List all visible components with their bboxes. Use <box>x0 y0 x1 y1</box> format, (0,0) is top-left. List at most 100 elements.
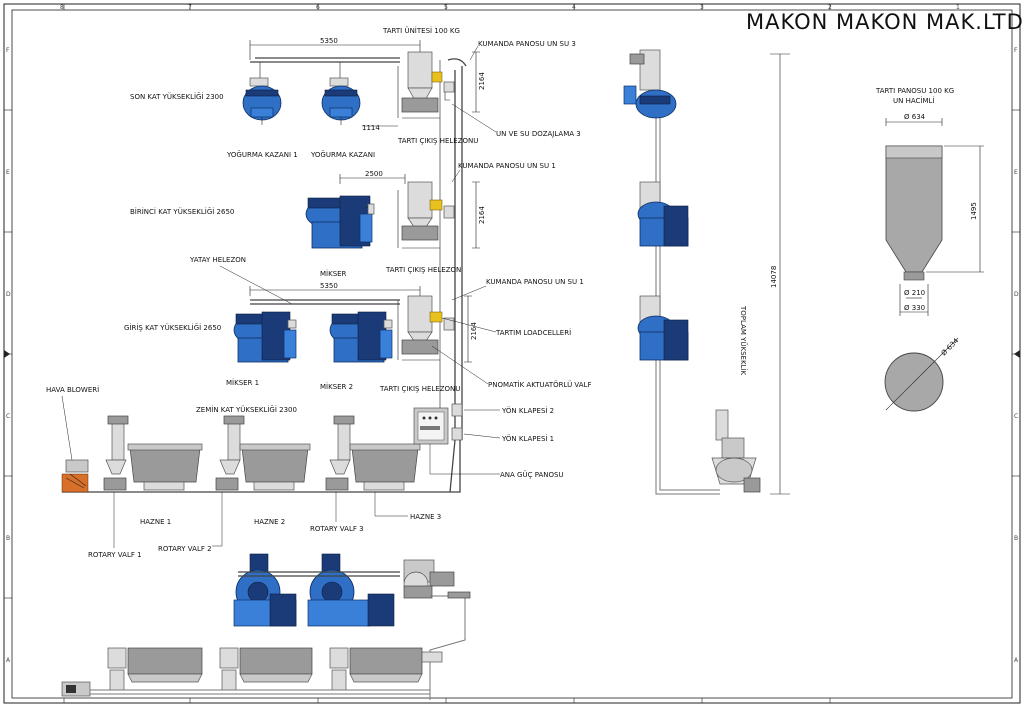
grid-number-6: 6 <box>316 4 320 11</box>
grid-letter-a: A <box>6 657 11 664</box>
entry-floor-height-label: GİRİŞ KAT YÜKSEKLİĞİ 2650 <box>124 323 221 332</box>
lower-mixer-2 <box>307 553 395 627</box>
dimension-1114: 1114 <box>362 124 380 132</box>
kneading-tank-1-label: YOĞURMA KAZANI 1 <box>226 150 298 159</box>
grid-letter-b: B <box>6 535 10 542</box>
mixer-1-label: MİKSER 1 <box>226 378 259 387</box>
grid-number-7: 7 <box>188 4 192 11</box>
grid-letter-d-right: D <box>1014 291 1019 298</box>
lower-mixer-1 <box>233 553 297 627</box>
dimension-2500: 2500 <box>365 170 383 178</box>
grid-number-2: 2 <box>828 4 832 11</box>
air-blower <box>61 459 89 493</box>
dimension-14078: 14078 <box>770 266 778 288</box>
dimension-2164-c: 2164 <box>470 322 478 340</box>
lower-hopper-2 <box>219 647 313 691</box>
main-power-panel-label: ANA GÜÇ PANOSU <box>500 470 564 479</box>
right-sifter <box>711 409 761 493</box>
pneumatic-valve-label: PNOMATİK AKTUATÖRLÜ VALF <box>488 380 592 389</box>
weighing-hopper-entry <box>397 295 455 361</box>
weighing-unit-label: TARTI ÜNİTESİ 100 KG <box>382 26 460 35</box>
weighing-outlet-1-label: TARTI ÇIKIŞ HELEZONU <box>397 137 478 145</box>
company-title: MAKON MAKON MAK.LTD. <box>746 10 1024 34</box>
grid-number-4: 4 <box>572 4 576 11</box>
weighing-loadcells-label: TARTIM LOADCELLERİ <box>495 328 571 337</box>
dimension-2164-a: 2164 <box>478 72 486 90</box>
top-floor-height-label: SON KAT YÜKSEKLİĞİ 2300 <box>130 92 224 101</box>
rotary-valve-3-label: ROTARY VALF 3 <box>310 525 364 533</box>
flour-water-dosing-label: UN VE SU DOZAJLAMA 3 <box>496 130 581 138</box>
ground-floor-group: HAVA BLOWERİ ZEMİN KAT YÜKSEKLİĞİ 2300 <box>46 385 564 559</box>
kneading-tank-1 <box>242 62 282 125</box>
weighing-hopper-detail: TARTI PANOSU 100 KG UN HACİMLİ Ø 634 149… <box>875 87 984 412</box>
weighing-hopper-top <box>397 51 455 119</box>
dimension-210: Ø 210 <box>904 289 925 297</box>
lower-hopper-1 <box>107 647 203 691</box>
elevator-1 <box>103 415 129 491</box>
first-floor-group: 2500 KUMANDA PANOSU UN SU 1 BİRİNCİ KAT … <box>130 162 556 278</box>
mixer-label: MİKSER <box>320 269 347 278</box>
kneading-tank-2-label: YOĞURMA KAZANI <box>310 150 375 159</box>
mixer-1 <box>233 311 297 363</box>
total-height-label: TOPLAM YÜKSEKLİK <box>739 305 748 376</box>
horizontal-auger-label: YATAY HELEZON <box>189 256 246 264</box>
direction-flap-1 <box>451 427 463 441</box>
air-blower-label: HAVA BLOWERİ <box>46 385 99 394</box>
control-panel-3-label: KUMANDA PANOSU UN SU 3 <box>478 40 576 48</box>
right-kneader-top <box>623 49 677 119</box>
grid-number-3: 3 <box>700 4 704 11</box>
ground-entry-floor-group: YATAY HELEZON 5350 KUMANDA PANOSU UN SU … <box>124 256 592 393</box>
right-mixer-middle <box>637 181 689 247</box>
lower-hopper-3 <box>329 647 443 691</box>
hopper-2 <box>239 443 311 491</box>
elevator-2 <box>215 415 245 491</box>
right-equipment-column: 14078 TOPLAM YÜKSEKLİK <box>623 49 790 495</box>
grid-letter-f: F <box>6 47 10 54</box>
dimension-634-top: Ø 634 <box>904 113 926 121</box>
first-floor-height-label: BİRİNCİ KAT YÜKSEKLİĞİ 2650 <box>130 207 234 216</box>
lower-plan-view <box>61 553 471 697</box>
dimension-5350-mid: 5350 <box>320 282 338 290</box>
grid-letter-e-right: E <box>1014 169 1018 176</box>
grid-letter-c: C <box>6 413 10 420</box>
frame-side-letters: F E D C B A F E D C B A <box>6 47 1019 664</box>
direction-flap-1-label: YÖN KLAPESİ 1 <box>501 434 554 443</box>
lower-sifter <box>403 559 455 599</box>
hopper-1-label: HAZNE 1 <box>140 518 171 526</box>
weighing-hopper-first <box>397 181 455 249</box>
dimension-1495: 1495 <box>970 202 978 220</box>
grid-number-8: 8 <box>60 4 64 11</box>
direction-flap-2-label: YÖN KLAPESİ 2 <box>501 406 554 415</box>
control-panel-1a-label: KUMANDA PANOSU UN SU 1 <box>458 162 556 170</box>
pipe-network <box>62 57 720 700</box>
dimension-2164-b: 2164 <box>478 206 486 224</box>
grid-letter-f-right: F <box>1014 47 1018 54</box>
grid-letter-c-right: C <box>1014 413 1018 420</box>
lower-blower <box>61 681 91 697</box>
weighing-panel-title-1: TARTI PANOSU 100 KG <box>875 87 954 95</box>
hopper-1 <box>127 443 203 491</box>
dimension-634-circle: Ø 634 <box>940 336 961 357</box>
control-panel-1b-label: KUMANDA PANOSU UN SU 1 <box>486 278 584 286</box>
grid-letter-a-right: A <box>1014 657 1019 664</box>
mixer-first-floor <box>305 195 375 249</box>
weighing-panel-title-2: UN HACİMLİ <box>893 96 934 105</box>
elevator-3 <box>325 415 355 491</box>
weighing-outlet-2-label: TARTI ÇIKIŞ HELEZON <box>385 266 461 274</box>
grid-letter-e: E <box>6 169 10 176</box>
grid-number-5: 5 <box>444 4 448 11</box>
mixer-2-label: MİKSER 2 <box>320 382 353 391</box>
weighing-outlet-3-label: TARTI ÇIKIŞ HELEZONU <box>379 385 460 393</box>
main-power-panel <box>413 407 449 445</box>
ground-floor-height-label: ZEMİN KAT YÜKSEKLİĞİ 2300 <box>196 405 297 414</box>
rotary-valve-1-label: ROTARY VALF 1 <box>88 551 142 559</box>
dimension-5350-top: 5350 <box>320 37 338 45</box>
mixer-2 <box>329 311 393 363</box>
hopper-3-label: HAZNE 3 <box>410 513 441 521</box>
right-mixer-lower <box>637 295 689 361</box>
hopper-2-label: HAZNE 2 <box>254 518 285 526</box>
dimension-330: Ø 330 <box>904 304 925 312</box>
frame-top-numbers: 8 7 6 5 4 3 2 1 <box>60 4 960 11</box>
rotary-valve-2-label: ROTARY VALF 2 <box>158 545 212 553</box>
